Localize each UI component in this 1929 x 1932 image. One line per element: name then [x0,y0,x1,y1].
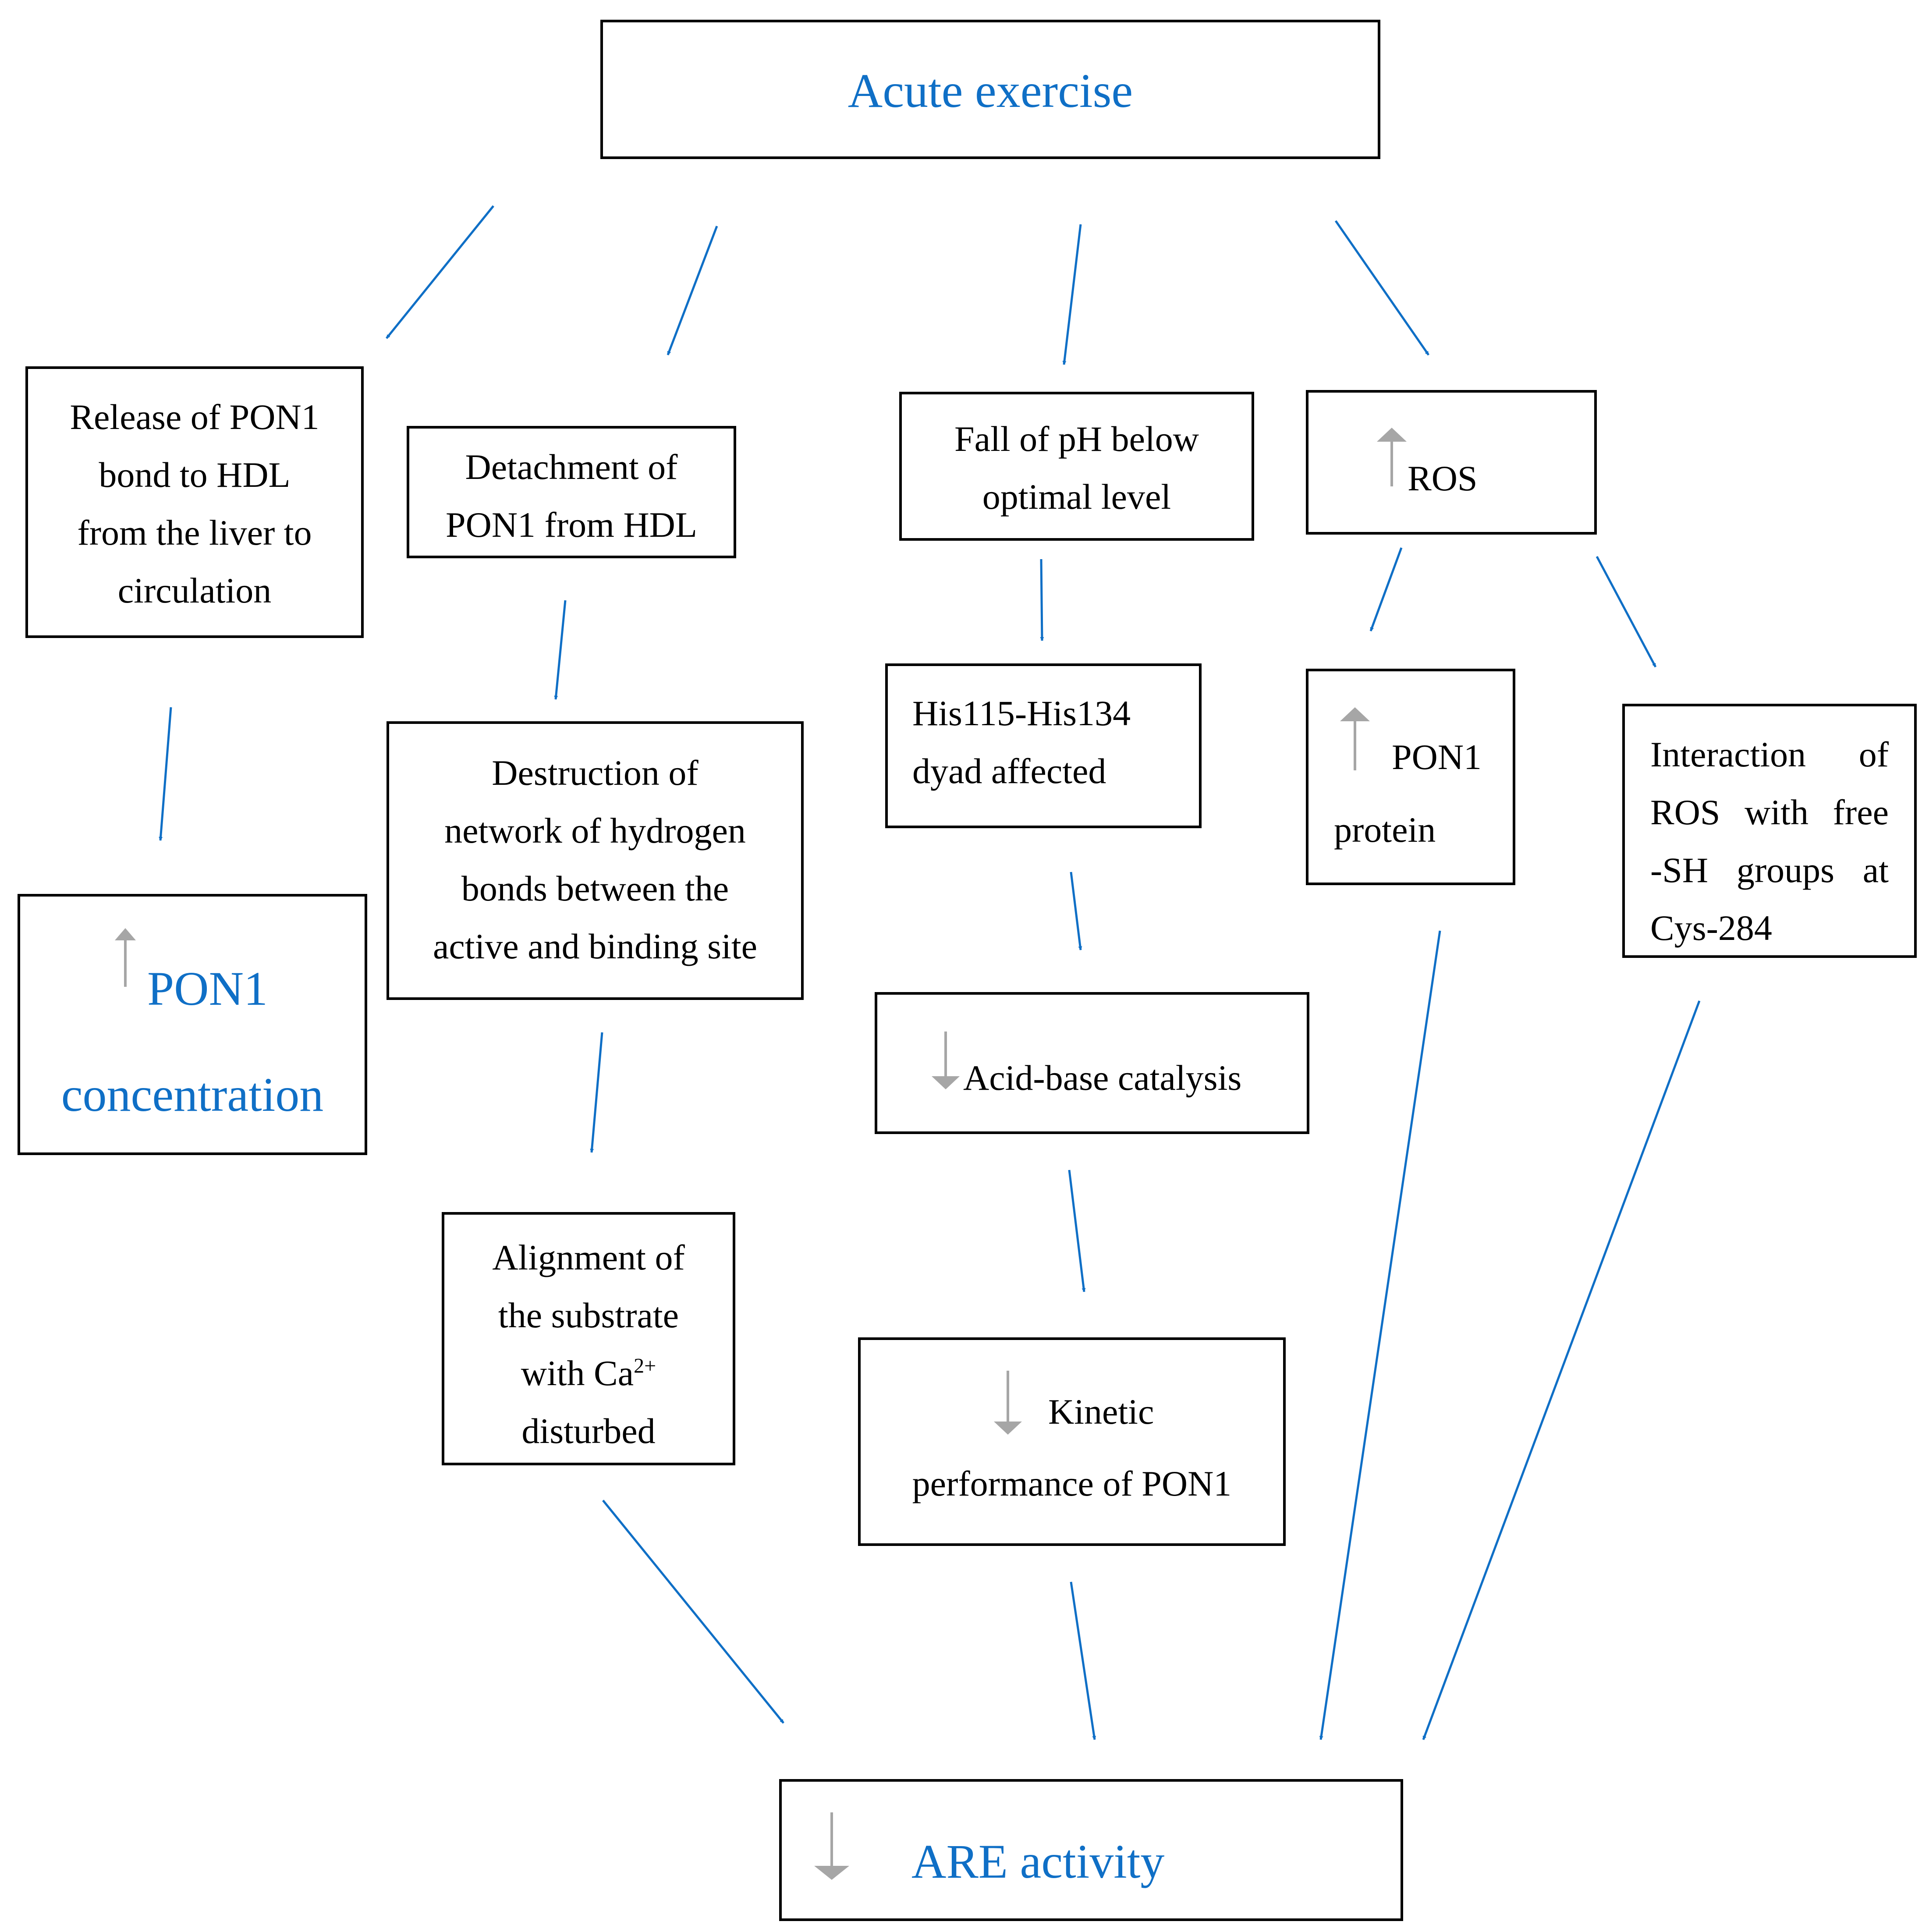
acute-to-release-arrow [386,205,494,339]
detachment-line-1: Detachment of [465,447,678,487]
interaction-line-2: ROS with free [1650,783,1889,841]
destruction-box: Destruction of network of hydrogen bonds… [387,721,804,1000]
kinetic-box: Kinetic performance of PON1 [858,1337,1286,1546]
kinetic-line-2: performance of PON1 [912,1464,1232,1503]
acute-to-fall-ph-arrow [1062,224,1082,365]
pon1-protein-line-2: protein [1334,810,1436,850]
interaction-word: of [1858,734,1889,774]
release-pon1-line-4: circulation [117,571,272,610]
pon1-protein-to-are-arrow [1319,930,1441,1740]
acute-to-detachment-arrow [667,226,718,355]
interaction-word: free [1833,792,1889,832]
interaction-word: Interaction [1650,734,1806,774]
alignment-line-3: with Ca2+ [444,1344,733,1402]
alignment-line-1: Alignment of [492,1237,685,1277]
destruction-line-1: Destruction of [492,753,699,793]
acute-exercise-label: Acute exercise [847,64,1133,117]
acute-to-ros-arrow [1334,220,1430,356]
interaction-line-1: Interaction of [1650,726,1889,783]
detachment-line-2: PON1 from HDL [446,505,697,545]
down-arrow-icon [929,1031,962,1090]
release-to-concentration-arrow [159,707,172,841]
interaction-box: Interaction of ROS with free -SH groups at Cy… [1622,704,1917,958]
alignment-box: Alignment of the substrate with Ca2+ dis… [442,1212,735,1465]
fall-ph-line-2: optimal level [982,477,1171,517]
interaction-to-are-arrow [1422,1000,1701,1740]
acid-base-label: Acid-base catalysis [963,1058,1242,1098]
kinetic-to-are-arrow [1070,1581,1096,1740]
destruction-line-2: network of hydrogen [444,811,746,851]
fall-ph-to-his-arrow [1040,559,1044,641]
fall-ph-line-1: Fall of pH below [954,419,1199,459]
alignment-to-are-arrow [602,1500,784,1724]
interaction-line-3: -SH groups at [1650,841,1889,899]
interaction-word: groups [1736,850,1835,890]
release-pon1-line-2: bond to HDL [99,455,291,495]
destruction-line-4: active and binding site [433,926,758,966]
ros-label: ROS [1408,458,1478,498]
detachment-to-destruction-arrow [554,600,567,700]
alignment-line-2: the substrate [498,1295,679,1335]
acid-base-box: Acid-base catalysis [875,992,1309,1134]
pon1-concentration-box: PON1 concentration [18,894,367,1155]
acid-base-to-kinetic-arrow [1068,1170,1086,1292]
kinetic-line-1: Kinetic [1048,1392,1154,1432]
down-arrow-icon [991,1370,1025,1436]
interaction-word: with [1745,792,1808,832]
up-arrow-icon [1337,706,1372,772]
release-pon1-line-3: from the liver to [77,513,312,553]
alignment-superscript: 2+ [634,1354,656,1378]
fall-ph-box: Fall of pH below optimal level [899,392,1254,541]
are-activity-label: ARE activity [911,1835,1165,1888]
his-dyad-line-2: dyad affected [912,751,1106,791]
ros-to-interaction-arrow [1596,556,1657,668]
down-arrow-icon [811,1811,853,1882]
alignment-ca-text: with Ca [521,1353,634,1393]
up-arrow-icon [112,927,138,989]
interaction-word: at [1862,850,1889,890]
up-arrow-icon [1374,427,1409,488]
detachment-box: Detachment of PON1 from HDL [407,426,736,558]
are-activity-box: ARE activity [779,1779,1403,1921]
acute-exercise-box: Acute exercise [600,20,1380,159]
his-dyad-box: His115-His134 dyad affected [885,663,1202,828]
pon1-concentration-line-2: concentration [61,1068,324,1121]
interaction-line-4: Cys-284 [1650,908,1772,948]
release-pon1-line-1: Release of PON1 [70,397,319,437]
ros-to-pon1-protein-arrow [1369,547,1403,631]
destruction-to-alignment-arrow [590,1032,603,1153]
pon1-protein-box: PON1 protein [1306,669,1515,885]
destruction-line-3: bonds between the [461,869,729,908]
his-to-acid-base-arrow [1070,872,1082,950]
pon1-concentration-line-1: PON1 [147,962,268,1015]
interaction-word: ROS [1650,792,1720,832]
alignment-line-4: disturbed [521,1411,656,1451]
ros-box: ROS [1306,390,1597,535]
his-dyad-line-1: His115-His134 [912,693,1131,733]
interaction-word: -SH [1650,850,1709,890]
release-pon1-box: Release of PON1 bond to HDL from the liv… [25,366,364,638]
pon1-protein-line-1: PON1 [1392,737,1482,777]
